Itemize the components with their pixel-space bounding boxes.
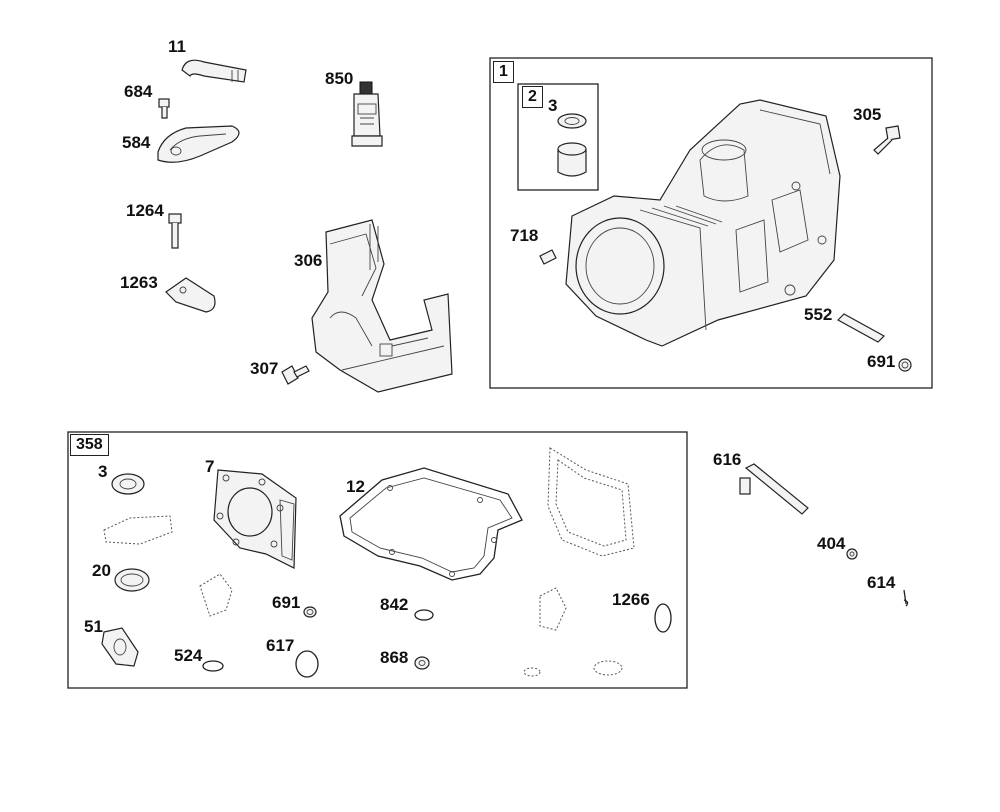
screw-307-part [281,365,310,385]
breather-tube-part [181,59,247,83]
callout-614: 614 [867,573,896,592]
callout-617: 617 [266,636,295,655]
dowel-718-part [539,249,557,265]
callout-1263: 1263 [120,273,158,292]
callout-616: 616 [713,450,742,469]
cylinder-block-part [565,99,841,347]
callout-718: 718 [510,226,539,245]
callout-306: 306 [294,251,323,270]
washer-404-part [846,548,858,560]
pin-614-part [903,589,909,607]
oil-seal-20-part [114,568,150,592]
callout-868: 868 [380,648,409,667]
callout-850: 850 [325,69,354,88]
sleeve-bearing-part [557,113,587,177]
callout-524: 524 [174,646,203,665]
air-guide-part [311,219,453,393]
callout-12: 12 [346,477,365,496]
callout-584: 584 [122,133,151,152]
screw-684-part [158,98,170,119]
gasket-set-number: 358 [70,434,109,456]
head-gasket-part [213,469,297,569]
callout-404: 404 [817,534,846,553]
callout-552: 552 [804,305,833,324]
screw-305-part [873,125,901,155]
gasket-set-frame [67,431,688,689]
callout-7: 7 [205,457,215,476]
seal-868-part [414,656,430,670]
seal-691-top-part [898,358,912,372]
oring-617-part [295,650,319,678]
breather-cover-part [157,125,240,163]
gasket-dotted-left-part [103,515,173,545]
gasket-dotted-right-part [547,447,635,557]
callout-3-kit: 3 [98,462,108,481]
callout-51: 51 [84,617,103,636]
pin-552-part [837,313,885,343]
callout-842: 842 [380,595,409,614]
oring-1266-part [654,603,672,633]
callout-691-kit: 691 [272,593,301,612]
callout-305: 305 [853,105,882,124]
gasket-51-part [101,627,139,667]
callout-691-top: 691 [867,352,896,371]
callout-1266: 1266 [612,590,650,609]
oring-842-part [414,609,434,621]
callout-1264: 1264 [126,201,164,220]
sump-gasket-part [339,467,523,581]
bracket-1263-part [165,277,216,313]
cylinder-group-frame [489,57,933,389]
callout-11: 11 [168,37,186,56]
kit-seal-3-part [111,473,145,495]
callout-3-sleeve: 3 [548,96,558,115]
callout-307: 307 [250,359,279,378]
sleeve-subgroup-frame [517,83,599,191]
sealant-tube-part [351,81,383,147]
callout-684: 684 [124,82,153,101]
cylinder-group-number: 1 [493,61,514,83]
callout-20: 20 [92,561,111,580]
shaft-616-part [739,463,809,515]
seal-691-kit-part [303,606,317,618]
sleeve-group-number: 2 [522,86,543,108]
gasket-dotted-small-part [199,573,623,677]
oring-524-part [202,660,224,672]
screw-1264-part [168,213,182,249]
